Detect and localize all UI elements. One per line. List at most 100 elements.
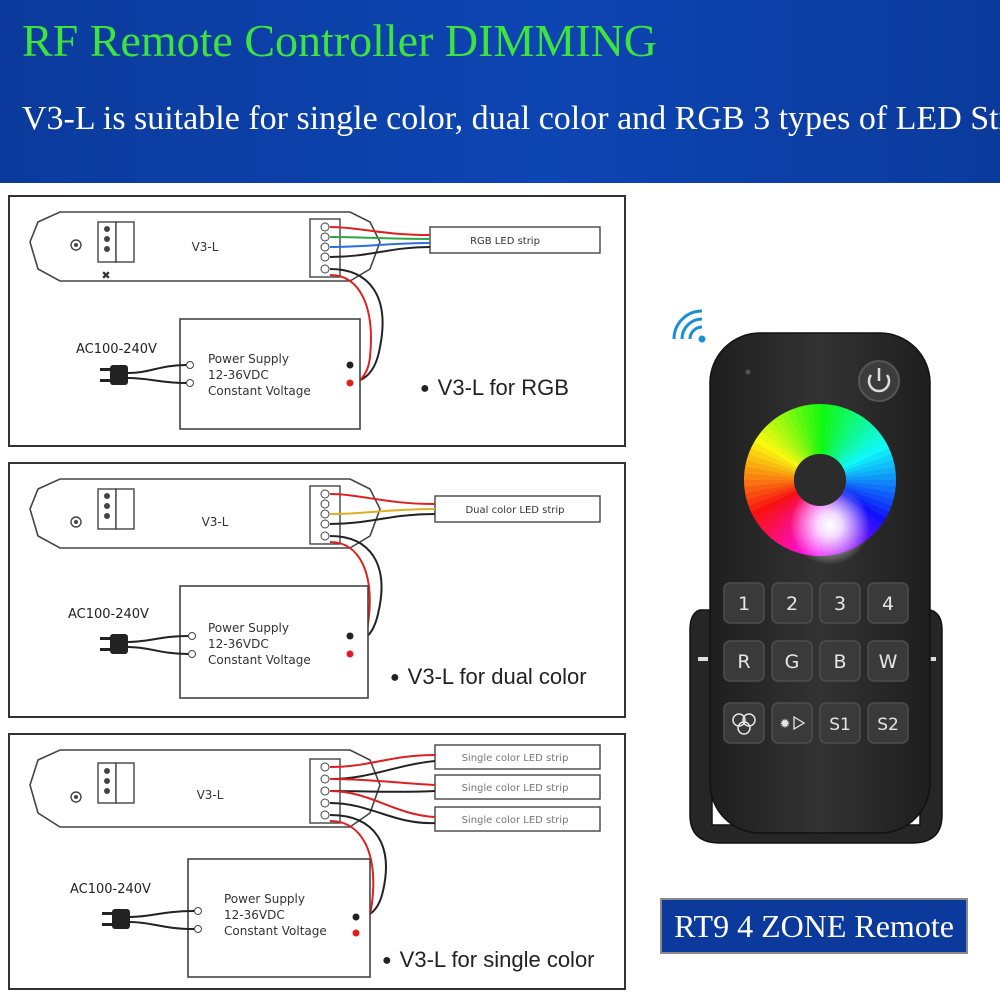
color-wheel-segment xyxy=(794,406,814,456)
color-wheel-segment xyxy=(766,421,804,462)
color-wheel-segment xyxy=(845,480,896,487)
ac-label: AC100-240V xyxy=(70,882,151,897)
color-wheel-segment xyxy=(826,406,847,456)
remote-button-label: 2 xyxy=(786,593,798,615)
remote-label: RT9 4 ZONE Remote xyxy=(660,898,968,954)
power-supply: Power Supply 12-36VDC Constant Voltage xyxy=(179,585,369,699)
color-wheel-segment xyxy=(745,460,795,476)
wiring-diagram-dual-svg: V3-L Dual color LED strip Power Supply 1… xyxy=(29,478,601,699)
svg-text:✖: ✖ xyxy=(101,269,110,282)
color-wheel-segment xyxy=(744,473,795,480)
psu-line-1: Power Supply xyxy=(208,352,289,366)
remote-button-2[interactable]: 2 xyxy=(771,582,813,624)
power-supply: Power Supply 12-36VDC Constant Voltage xyxy=(179,318,361,430)
color-wheel-segment xyxy=(750,490,798,518)
color-wheel-segment xyxy=(754,492,799,524)
header-banner: RF Remote Controller DIMMING V3-L is sui… xyxy=(0,0,1000,183)
color-wheel-segment xyxy=(813,404,821,455)
color-wheel-segment xyxy=(754,436,799,467)
remote-button-label: B xyxy=(833,651,846,673)
strip-label: Single color LED strip xyxy=(462,815,569,826)
diagram-caption: ●V3-L for RGB xyxy=(420,375,569,401)
power-button[interactable] xyxy=(858,360,900,402)
remote-button-w[interactable]: W xyxy=(867,640,909,682)
color-wheel-segment xyxy=(782,410,810,458)
wiring-diagram-single-svg: V3-L Single color LED strip Single color… xyxy=(29,744,601,978)
v3l-controller: ✖ V3-L xyxy=(29,211,381,282)
remote-button-label: 4 xyxy=(882,593,894,615)
controller-label: V3-L xyxy=(197,788,224,802)
remote-button-label: S1 xyxy=(829,715,851,735)
color-wheel-segment xyxy=(761,496,802,534)
color-wheel-segment xyxy=(838,426,879,464)
color-wheel-segment xyxy=(833,414,864,459)
color-wheel-segment xyxy=(757,430,801,466)
remote-button-icon-1[interactable]: ✹ xyxy=(771,702,813,744)
psu-line-1: Power Supply xyxy=(208,621,289,635)
strip-label: Single color LED strip xyxy=(462,753,569,764)
remote-button-g[interactable]: G xyxy=(771,640,813,682)
color-wheel[interactable] xyxy=(744,404,896,565)
color-wheel-segment xyxy=(845,473,896,481)
color-wheel-segment xyxy=(744,466,795,478)
color-wheel-segment xyxy=(836,421,874,462)
color-wheel-segment xyxy=(845,466,896,478)
strip-label: Dual color LED strip xyxy=(465,505,564,516)
color-wheel-segment xyxy=(744,479,795,487)
color-mix-icon xyxy=(732,713,756,735)
remote-button-4[interactable]: 4 xyxy=(867,582,909,624)
remote-button-label: W xyxy=(879,651,898,673)
led-strip-2: Single color LED strip xyxy=(434,774,601,800)
ac-plug: AC100-240V xyxy=(76,342,187,385)
psu-line-3: Constant Voltage xyxy=(208,653,311,667)
remote-button-label: R xyxy=(737,651,750,673)
color-wheel-segment xyxy=(776,414,808,459)
remote-button-r[interactable]: R xyxy=(723,640,765,682)
color-wheel-segment xyxy=(761,426,802,464)
color-wheel-segment xyxy=(748,488,797,513)
color-wheel-segment xyxy=(800,405,816,455)
wiring-diagram-rgb-svg: ✖ V3-L RGB LED strip Power Supply 12-36V… xyxy=(29,211,601,430)
strip-label: RGB LED strip xyxy=(470,236,540,247)
color-wheel-segment xyxy=(842,442,890,470)
color-wheel-segment xyxy=(845,460,895,476)
diagram-caption: ●V3-L for dual color xyxy=(390,664,587,690)
diagram-caption: ●V3-L for single color xyxy=(382,947,595,973)
strip-label: Single color LED strip xyxy=(462,783,569,794)
color-wheel-segment xyxy=(820,404,827,455)
psu-line-1: Power Supply xyxy=(224,892,305,906)
led-strip: RGB LED strip xyxy=(429,226,601,254)
remote-button-label: S2 xyxy=(877,715,899,735)
ac-plug: AC100-240V xyxy=(70,882,195,930)
color-wheel-segment xyxy=(834,417,870,461)
remote-button-label: G xyxy=(785,651,800,673)
remote-button-s2[interactable]: S2 xyxy=(867,702,909,744)
ac-label: AC100-240V xyxy=(76,342,157,357)
remote-button-3[interactable]: 3 xyxy=(819,582,861,624)
color-wheel-segment xyxy=(845,484,895,500)
color-wheel-segment xyxy=(841,436,886,468)
color-wheel-segment xyxy=(751,441,798,470)
remote-wall-holder xyxy=(689,609,943,844)
color-wheel-segment xyxy=(746,453,796,474)
color-wheel-segment xyxy=(839,431,883,466)
color-wheel-segment xyxy=(843,447,892,472)
color-wheel-segment xyxy=(787,408,812,457)
remote-button-icon-0[interactable] xyxy=(723,702,765,744)
color-wheel-segment xyxy=(748,447,797,472)
page-title: RF Remote Controller DIMMING xyxy=(22,15,658,66)
color-wheel-segment xyxy=(757,494,801,529)
color-wheel-segment xyxy=(745,484,795,500)
wifi-signal-icon xyxy=(672,309,706,343)
indicator-led xyxy=(745,369,751,375)
remote-button-b[interactable]: B xyxy=(819,640,861,682)
ac-label: AC100-240V xyxy=(68,607,149,622)
color-wheel-segment xyxy=(824,405,840,455)
remote-button-s1[interactable]: S1 xyxy=(819,702,861,744)
color-wheel-segment xyxy=(822,404,834,455)
remote-button-label: 1 xyxy=(738,593,750,615)
color-wheel-segment xyxy=(845,482,896,494)
remote-button-1[interactable]: 1 xyxy=(723,582,765,624)
